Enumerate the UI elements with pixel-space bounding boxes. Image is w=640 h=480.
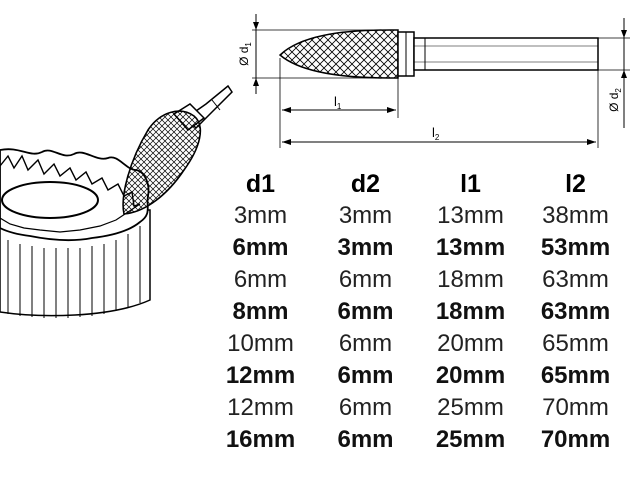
cell-d1: 12mm bbox=[225, 362, 296, 389]
burr-shank bbox=[413, 37, 599, 71]
cell-d1: 10mm bbox=[227, 330, 294, 357]
cell-d1: 6mm bbox=[233, 266, 288, 293]
cell-d2: 6mm bbox=[337, 298, 394, 325]
header-d1: d1 bbox=[245, 170, 276, 198]
cell-l1: 20mm bbox=[435, 362, 506, 389]
cell-l2: 65mm bbox=[540, 362, 611, 389]
cell-l2: 70mm bbox=[542, 394, 609, 421]
cell-l2: 63mm bbox=[540, 298, 611, 325]
d2-label: Ø d2 bbox=[607, 88, 623, 112]
cell-l2: 70mm bbox=[540, 426, 611, 453]
gear-bore bbox=[1, 181, 99, 219]
header-d2: d2 bbox=[350, 170, 381, 198]
cell-d2: 6mm bbox=[337, 426, 394, 453]
burr-head-outline bbox=[278, 29, 399, 79]
table-row: 3mm 3mm 13mm 38mm bbox=[208, 200, 628, 232]
table-row: 6mm 6mm 18mm 63mm bbox=[208, 264, 628, 296]
cell-l1: 18mm bbox=[435, 298, 506, 325]
burr-dimension-drawing: Ø d1 Ø d2 l1 l2 bbox=[237, 14, 630, 148]
table-row: 10mm 6mm 20mm 65mm bbox=[208, 328, 628, 360]
header-l2: l2 bbox=[565, 170, 586, 198]
cell-d2: 6mm bbox=[338, 266, 393, 293]
cell-l1: 18mm bbox=[437, 266, 504, 293]
burr-tool-in-use bbox=[122, 84, 233, 215]
dimension-table: d1 d2 l1 l2 3mm 3mm 13mm 38mm 6mm 3mm 13… bbox=[208, 168, 628, 456]
cell-d2: 6mm bbox=[338, 330, 393, 357]
cell-d1: 8mm bbox=[232, 298, 289, 325]
gear-workpiece-illustration bbox=[0, 148, 151, 318]
cell-l1: 25mm bbox=[435, 426, 506, 453]
cell-l2: 38mm bbox=[542, 202, 609, 229]
cell-l2: 65mm bbox=[542, 330, 609, 357]
cell-d2: 3mm bbox=[337, 234, 394, 261]
cell-l1: 13mm bbox=[437, 202, 504, 229]
cell-l2: 63mm bbox=[542, 266, 609, 293]
cell-d1: 12mm bbox=[227, 394, 294, 421]
l1-label: l1 bbox=[334, 94, 342, 111]
l2-label: l2 bbox=[432, 125, 440, 142]
cell-l1: 20mm bbox=[437, 330, 504, 357]
cell-d2: 6mm bbox=[337, 362, 394, 389]
table-row: 12mm 6mm 25mm 70mm bbox=[208, 392, 628, 424]
table-row: 12mm 6mm 20mm 65mm bbox=[208, 360, 628, 392]
table-header-row: d1 d2 l1 l2 bbox=[208, 168, 628, 200]
table-row: 6mm 3mm 13mm 53mm bbox=[208, 232, 628, 264]
d1-label: Ø d1 bbox=[237, 42, 253, 66]
cell-d2: 6mm bbox=[338, 394, 393, 421]
cell-d1: 3mm bbox=[233, 202, 288, 229]
table-row: 8mm 6mm 18mm 63mm bbox=[208, 296, 628, 328]
tool-head bbox=[122, 110, 202, 215]
table-row: 16mm 6mm 25mm 70mm bbox=[208, 424, 628, 456]
cell-l2: 53mm bbox=[540, 234, 611, 261]
cell-d1: 6mm bbox=[232, 234, 289, 261]
cell-l1: 13mm bbox=[435, 234, 506, 261]
cell-d1: 16mm bbox=[225, 426, 296, 453]
header-l1: l1 bbox=[460, 170, 481, 198]
cell-l1: 25mm bbox=[437, 394, 504, 421]
cell-d2: 3mm bbox=[338, 202, 393, 229]
